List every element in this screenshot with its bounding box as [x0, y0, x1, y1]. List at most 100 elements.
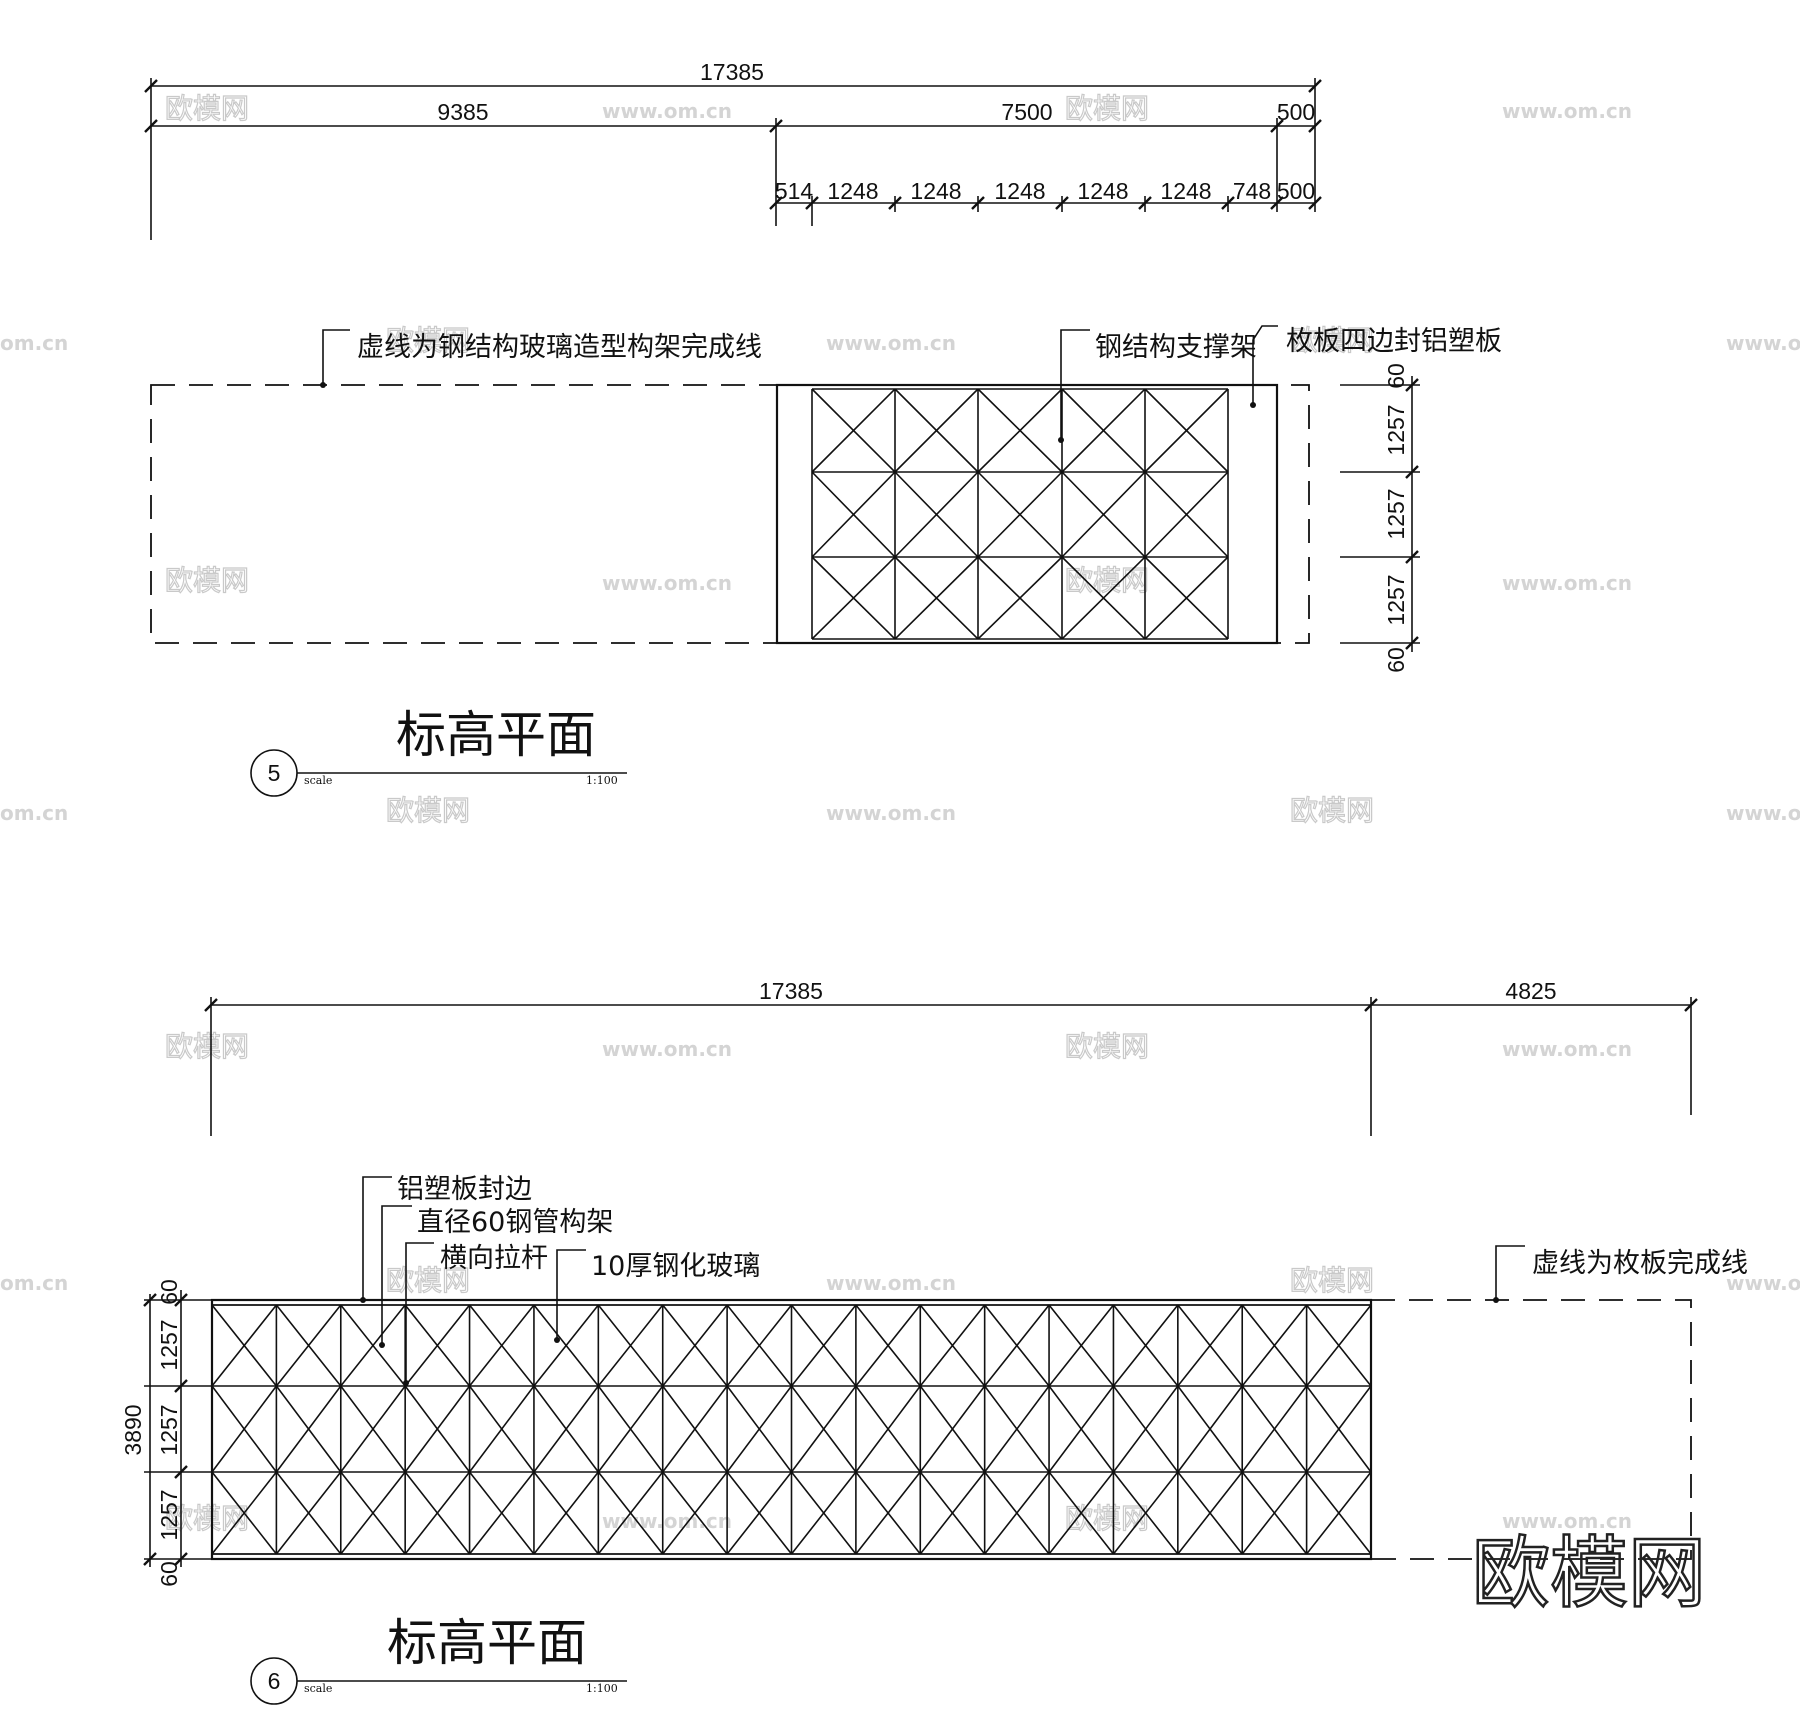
- plan-5-scale-value: 1:100: [586, 774, 618, 787]
- plan-6-frame-brace: [1112, 1385, 1179, 1473]
- plan-6-frame-brace: [662, 1385, 728, 1473]
- plan-6-frame-brace: [404, 1385, 471, 1473]
- watermark-logo: 欧模网: [1065, 1030, 1149, 1063]
- plan-6-frame-brace: [211, 1304, 278, 1387]
- plan-6-frame-brace: [1177, 1471, 1243, 1555]
- watermark-url: www.om.cn: [1502, 1037, 1632, 1061]
- plan-6-note-tie: 横向拉杆: [440, 1243, 548, 1274]
- watermark-url: www.om.cn: [1502, 571, 1632, 595]
- plan-5-frame-brace: [811, 556, 896, 640]
- watermark-url: www.om.cn: [826, 1271, 956, 1295]
- plan-6-frame-brace: [1305, 1385, 1372, 1473]
- plan-6-frame-brace: [726, 1385, 793, 1473]
- plan-6-frame-brace: [468, 1385, 535, 1473]
- plan-5-sub-dim-500: 500: [1277, 178, 1315, 204]
- plan-6-frame-brace: [275, 1304, 342, 1387]
- plan-5-top-dimensions: 17385 9385 7500 500 514 1248 1248 1248 1…: [144, 59, 1322, 240]
- plan-5-sub-dim-1248: 1248: [910, 178, 961, 204]
- plan-6-frame-brace: [404, 1471, 471, 1555]
- watermark-logo: 欧模网: [386, 1264, 470, 1297]
- plan-6: 17385 4825 铝塑板封边 直径60钢管构架 横向拉杆 10厚钢化玻璃 虚…: [120, 978, 1748, 1705]
- plan-5-frame-brace: [1144, 556, 1229, 640]
- watermark-url: www.om.cn: [1726, 331, 1800, 355]
- plan-6-top-dimensions: 17385 4825: [204, 978, 1698, 1136]
- watermark-logo: 欧模网: [1290, 1264, 1374, 1297]
- plan-5-frame-brace: [977, 556, 1063, 640]
- plan-5-sub-dim-1248: 1248: [1160, 178, 1211, 204]
- plan-6-frame-brace: [211, 1385, 278, 1473]
- plan-6-title-block: 6 标高平面 scale 1:100: [250, 1614, 627, 1705]
- plan-6-title: 标高平面: [387, 1614, 587, 1672]
- plan-6-frame-brace: [726, 1304, 793, 1387]
- watermark-url: www.om.cn: [602, 1037, 732, 1061]
- plan-6-frame-brace: [533, 1471, 599, 1555]
- plan-6-number: 6: [268, 1668, 281, 1694]
- plan-5-dim-9385: 9385: [437, 99, 488, 125]
- plan-5-side-dim-1257: 1257: [1383, 404, 1409, 455]
- plan-6-frame-brace: [919, 1304, 986, 1387]
- plan-6-side-dim-60-bottom: 60: [156, 1561, 182, 1587]
- plan-6-frame-brace: [984, 1304, 1050, 1387]
- plan-5-sub-dim-748: 748: [1233, 178, 1271, 204]
- plan-6-frame-brace: [275, 1471, 342, 1555]
- plan-5-frame-brace: [1144, 388, 1229, 473]
- plan-6-dashed-outline: [1371, 1299, 1692, 1560]
- plan-5-frame-brace: [811, 388, 896, 473]
- plan-5-notes: 虚线为钢结构玻璃造型构架完成线 钢结构支撑架 枚板四边封铝塑板: [320, 325, 1502, 443]
- plan-6-frame-brace: [855, 1471, 921, 1555]
- plan-5: 17385 9385 7500 500 514 1248 1248 1248 1…: [144, 59, 1502, 797]
- watermark-url: www.om.cn: [1502, 99, 1632, 123]
- plan-5-frame-brace: [1061, 388, 1146, 473]
- plan-5-side-dim-1257: 1257: [1383, 488, 1409, 539]
- plan-5-overall-dim: 17385: [700, 59, 764, 85]
- plan-6-frame-brace: [340, 1304, 406, 1387]
- plan-6-frame-brace: [533, 1385, 599, 1473]
- plan-5-side-dim-1257: 1257: [1383, 574, 1409, 625]
- watermark-logo: 欧模网: [386, 324, 470, 357]
- plan-5-note-edge: 枚板四边封铝塑板: [1286, 326, 1502, 357]
- plan-6-frame-brace: [790, 1385, 857, 1473]
- plan-5-title-block: 5 标高平面 scale 1:100: [250, 706, 627, 797]
- plan-5-number: 5: [268, 760, 281, 786]
- plan-5-note-dashed: 虚线为钢结构玻璃造型构架完成线: [357, 332, 762, 363]
- watermark-logo: 欧模网: [165, 1502, 249, 1535]
- plan-6-frame-brace: [1177, 1385, 1243, 1473]
- plan-6-side-dim-1257: 1257: [156, 1404, 182, 1455]
- plan-5-scale-label: scale: [304, 774, 332, 787]
- plan-6-frame-brace: [1048, 1471, 1115, 1555]
- plan-5-title: 标高平面: [396, 706, 596, 764]
- plan-6-frame-brace: [855, 1385, 921, 1473]
- watermark-url: om.cn: [0, 801, 68, 825]
- watermark-logo: 欧模网: [1065, 1502, 1149, 1535]
- plan-5-dashed-outline: [150, 384, 1310, 644]
- plan-5-dim-500-a: 500: [1277, 99, 1315, 125]
- plan-6-scale-value: 1:100: [586, 1682, 618, 1695]
- plan-6-side-dim-1257: 1257: [156, 1319, 182, 1370]
- plan-5-side-dimensions: 60 1257 1257 1257 60: [1340, 363, 1420, 673]
- plan-6-note-edge: 铝塑板封边: [397, 1174, 532, 1205]
- plan-5-frame-brace: [1144, 471, 1229, 558]
- plan-5-frame-brace: [977, 388, 1063, 473]
- watermark-url: www.om.cn: [826, 331, 956, 355]
- plan-6-frame-brace: [984, 1385, 1050, 1473]
- plan-6-frame-brace: [662, 1471, 728, 1555]
- plan-6-frame-brace: [597, 1304, 664, 1387]
- watermark-layer: 欧模网 www.om.cn 欧模网 www.om.cn om.cn 欧模网 www.om.c…: [0, 91, 1800, 1535]
- plan-5-frame-brace: [1061, 556, 1146, 640]
- watermark-url: www.om.cn: [1726, 1271, 1800, 1295]
- plan-6-frame-brace: [211, 1471, 278, 1555]
- plan-6-frame-brace: [790, 1471, 857, 1555]
- watermark-url: www.om.cn: [602, 1509, 732, 1533]
- plan-6-frame-brace: [597, 1471, 664, 1555]
- plan-6-frame-brace: [1177, 1304, 1243, 1387]
- plan-5-note-support: 钢结构支撑架: [1095, 332, 1257, 363]
- plan-6-frame-brace: [1112, 1471, 1179, 1555]
- plan-6-frame-brace: [340, 1471, 406, 1555]
- plan-6-frame-brace: [919, 1385, 986, 1473]
- plan-5-panel-frame: [775, 383, 1279, 645]
- plan-6-frame-brace: [1112, 1304, 1179, 1387]
- plan-6-frame-brace: [1305, 1471, 1372, 1555]
- plan-5-side-dim-60-top: 60: [1383, 363, 1409, 389]
- plan-6-frame-brace: [340, 1385, 406, 1473]
